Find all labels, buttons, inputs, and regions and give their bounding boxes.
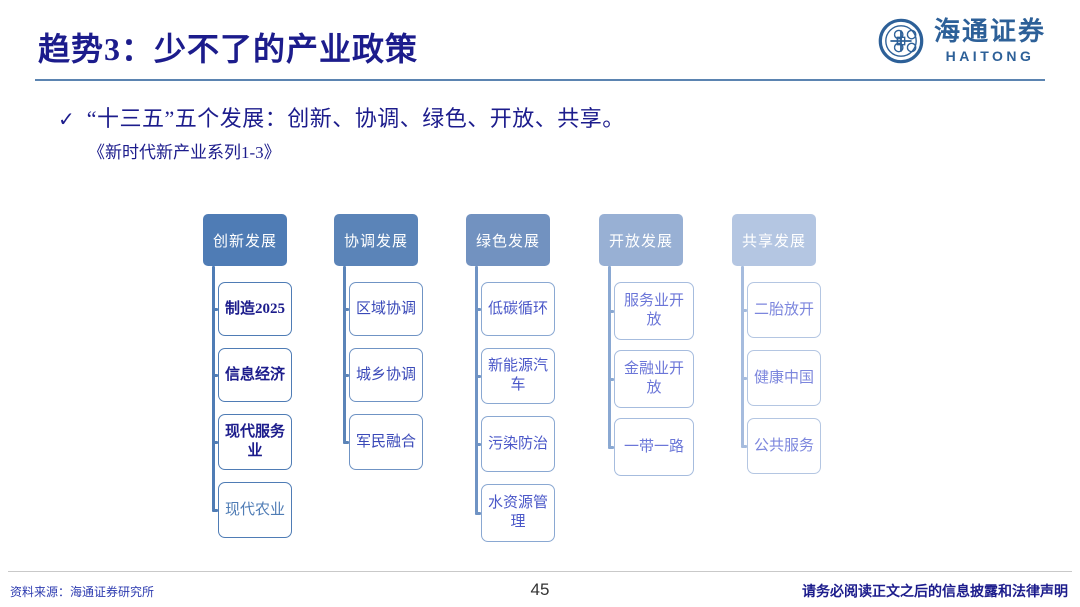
diagram-leaf-node[interactable]: 信息经济 [218, 348, 292, 402]
industry-policy-tree-diagram: 创新发展制造2025 信息经济现代服务业现代农业 协调发展区域协调城乡协调军民融合 绿… [0, 200, 1080, 560]
connector-stub [475, 511, 481, 515]
connector-stub [212, 508, 218, 512]
connector-stub [475, 374, 481, 378]
diagram-leaf-node[interactable]: 水资源管理 [481, 484, 555, 542]
connector-stub [212, 307, 218, 311]
diagram-leaf-node[interactable]: 区域协调 [349, 282, 423, 336]
connector-stub [212, 373, 218, 377]
connector-stub [475, 442, 481, 446]
title-divider [35, 79, 1045, 81]
check-icon: ✓ [58, 107, 75, 131]
diagram-leaf-node[interactable]: 军民融合 [349, 414, 423, 470]
logo-english-name: HAITONG [945, 48, 1035, 64]
page-number: 45 [530, 580, 550, 599]
bullet-line: ✓ “十三五”五个发展：创新、协调、绿色、开放、共享。 [58, 101, 625, 133]
column-header-5[interactable]: 共享发展 [732, 214, 816, 266]
report-series-caption: 《新时代新产业系列1-3》 [88, 143, 281, 162]
bullet-text: “十三五”五个发展：创新、协调、绿色、开放、共享。 [86, 106, 625, 131]
page-title: 趋势3：少不了的产业政策 [38, 31, 419, 67]
logo-wordmark: 海通证券 HAITONG [933, 17, 1046, 64]
connector-stub [608, 377, 614, 381]
connector-trunk [741, 266, 744, 446]
connector-trunk [475, 266, 478, 513]
diagram-leaf-node[interactable]: 健康中国 [747, 350, 821, 406]
connector-stub [212, 440, 218, 444]
connector-trunk [212, 266, 215, 510]
diagram-leaf-node[interactable]: 低碳循环 [481, 282, 555, 336]
diagram-leaf-node[interactable]: 金融业开放 [614, 350, 694, 408]
diagram-leaf-node[interactable]: 新能源汽车 [481, 348, 555, 404]
connector-trunk [343, 266, 346, 442]
column-header-3[interactable]: 绿色发展 [466, 214, 550, 266]
diagram-leaf-node[interactable]: 现代服务业 [218, 414, 292, 470]
diagram-leaf-node[interactable]: 污染防治 [481, 416, 555, 472]
diagram-leaf-node[interactable]: 公共服务 [747, 418, 821, 474]
logo-chinese-name: 海通证券 [933, 17, 1046, 46]
connector-stub [608, 445, 614, 449]
connector-stub [741, 308, 747, 312]
column-header-2[interactable]: 协调发展 [334, 214, 418, 266]
diagram-leaf-node[interactable]: 二胎放开 [747, 282, 821, 338]
footer-disclaimer: 请务必阅读正文之后的信息披露和法律声明 [802, 585, 1068, 600]
footer-divider [8, 571, 1072, 572]
connector-stub [343, 307, 349, 311]
connector-stub [343, 373, 349, 377]
footer-source: 资料来源：海通证券研究所 [10, 585, 155, 599]
connector-stub [741, 376, 747, 380]
haitong-circular-emblem-icon [878, 18, 924, 64]
column-header-4[interactable]: 开放发展 [599, 214, 683, 266]
diagram-leaf-node[interactable]: 城乡协调 [349, 348, 423, 402]
connector-stub [608, 309, 614, 313]
diagram-leaf-node[interactable]: 制造2025 [218, 282, 292, 336]
diagram-leaf-node[interactable]: 一带一路 [614, 418, 694, 476]
column-header-1[interactable]: 创新发展 [203, 214, 287, 266]
connector-stub [475, 307, 481, 311]
connector-stub [741, 444, 747, 448]
diagram-leaf-node[interactable]: 现代农业 [218, 482, 292, 538]
diagram-leaf-node[interactable]: 服务业开放 [614, 282, 694, 340]
company-logo: 海通证券 HAITONG [878, 18, 1046, 64]
connector-stub [343, 440, 349, 444]
connector-trunk [608, 266, 611, 447]
